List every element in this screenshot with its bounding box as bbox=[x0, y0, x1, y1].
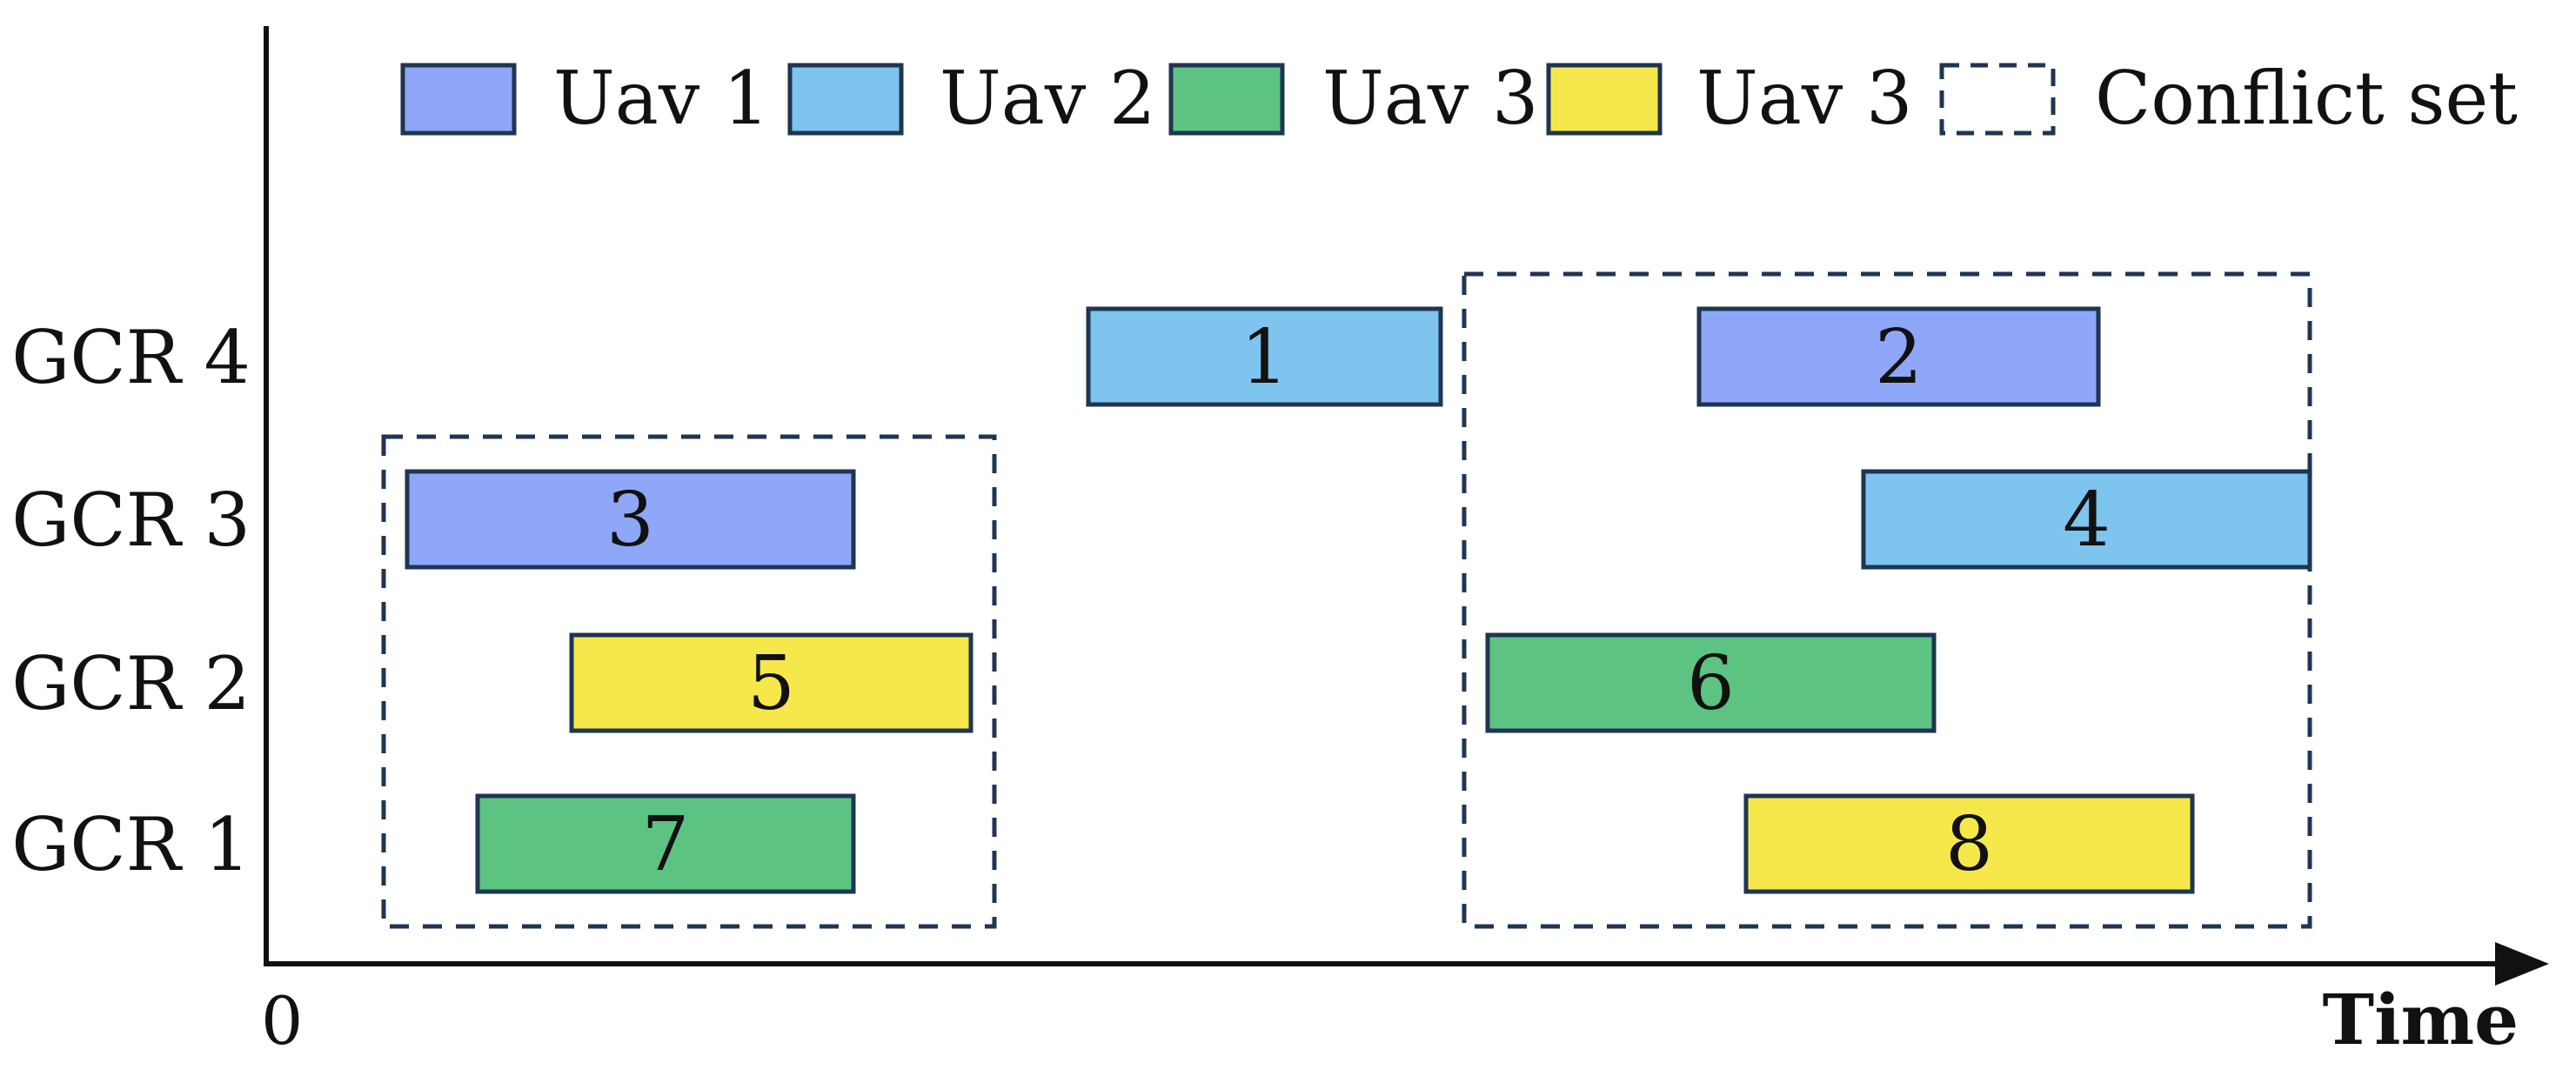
task-bar-label: 7 bbox=[642, 801, 690, 888]
legend-swatch bbox=[1168, 63, 1285, 136]
task-bar-rect bbox=[1086, 306, 1443, 407]
task-bar-8: 8 bbox=[1743, 793, 2195, 894]
conflict-set-layer bbox=[381, 271, 2312, 929]
task-bar-label: 6 bbox=[1687, 640, 1735, 727]
task-bar-7: 7 bbox=[475, 793, 856, 894]
task-bar-rect bbox=[475, 793, 856, 894]
legend-label: Conflict set bbox=[2095, 56, 2518, 141]
task-bar-rect bbox=[405, 469, 856, 570]
origin-label: 0 bbox=[261, 982, 303, 1060]
legend-item-4: Uav 3 bbox=[1546, 56, 1912, 141]
task-bar-label: 3 bbox=[606, 477, 654, 564]
row-labels-layer: GCR 4 GCR 3 GCR 2 GCR 1 bbox=[11, 315, 251, 887]
legend-item-3: Uav 3 bbox=[1168, 56, 1538, 141]
legend: Uav 1 Uav 2 Uav 3 Uav 3 Conflict set bbox=[400, 56, 2518, 141]
task-bar-4: 4 bbox=[1861, 469, 2312, 570]
task-bar-label: 5 bbox=[747, 640, 795, 727]
legend-label: Uav 2 bbox=[940, 56, 1155, 141]
x-axis-arrowhead bbox=[2495, 942, 2549, 986]
task-bar-2: 2 bbox=[1696, 306, 2101, 407]
conflict-set-box bbox=[1462, 271, 2312, 929]
task-bar-3: 3 bbox=[405, 469, 856, 570]
legend-label: Uav 3 bbox=[1696, 56, 1912, 141]
task-bar-label: 4 bbox=[2063, 477, 2111, 564]
conflict-set-box bbox=[381, 434, 997, 929]
task-bar-rect bbox=[1743, 793, 2195, 894]
task-bar-rect bbox=[1696, 306, 2101, 407]
task-bar-label: 8 bbox=[1945, 801, 1993, 888]
legend-item-1: Uav 1 bbox=[400, 56, 769, 141]
task-bars-layer: 1 2 3 4 5 6 7 8 bbox=[405, 306, 2312, 894]
legend-swatch bbox=[1546, 63, 1663, 136]
axes-layer: 0 Time bbox=[261, 26, 2549, 1060]
task-bar-5: 5 bbox=[569, 632, 974, 733]
legend-label: Uav 1 bbox=[553, 56, 769, 141]
legend-item-5: Conflict set bbox=[1939, 56, 2518, 141]
task-bar-1: 1 bbox=[1086, 306, 1443, 407]
legend-swatch bbox=[400, 63, 517, 136]
task-bar-rect bbox=[1861, 469, 2312, 570]
row-label: GCR 1 bbox=[11, 802, 251, 887]
task-bar-label: 1 bbox=[1241, 314, 1288, 401]
legend-item-2: Uav 2 bbox=[787, 56, 1155, 141]
row-label: GCR 2 bbox=[11, 641, 251, 726]
task-bar-label: 2 bbox=[1875, 314, 1923, 401]
row-label: GCR 3 bbox=[11, 478, 251, 563]
task-bar-rect bbox=[1485, 632, 1937, 733]
task-bar-6: 6 bbox=[1485, 632, 1937, 733]
legend-swatch bbox=[1939, 63, 2056, 136]
legend-swatch bbox=[787, 63, 904, 136]
x-axis-title: Time bbox=[2323, 979, 2519, 1060]
task-bar-rect bbox=[569, 632, 974, 733]
legend-label: Uav 3 bbox=[1322, 56, 1538, 141]
row-label: GCR 4 bbox=[11, 315, 251, 400]
